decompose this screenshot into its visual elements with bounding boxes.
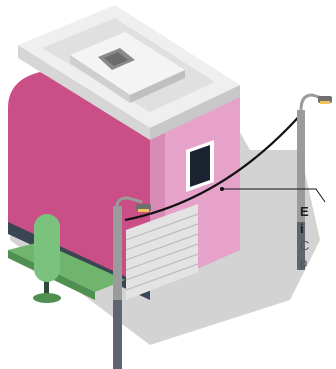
callout-line-2: i [300,220,336,237]
right-lamp-light [320,101,330,104]
left-lamp-light [138,209,149,212]
tree-shadow [33,293,61,303]
left-pole-dark [113,300,122,369]
callout-text: E i C p [300,203,336,271]
callout-line-4: p [300,254,336,271]
callout-line-1: E [300,203,336,220]
tree-crown [34,214,60,282]
callout-line-3: C [300,237,336,254]
window-glass [190,145,210,187]
